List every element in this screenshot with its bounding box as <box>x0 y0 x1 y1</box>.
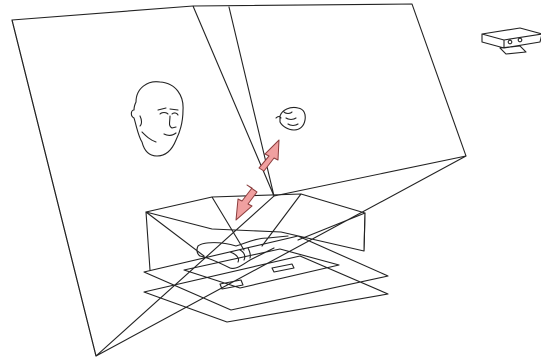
fist-sketch <box>275 106 306 131</box>
arm-sketch <box>196 235 289 269</box>
depth-camera <box>481 27 541 55</box>
upward-arrow <box>258 139 280 172</box>
downward-arrow <box>235 184 258 221</box>
head-sketch <box>130 81 184 157</box>
stacked-plates <box>143 193 389 323</box>
frustum-outline <box>11 3 467 357</box>
